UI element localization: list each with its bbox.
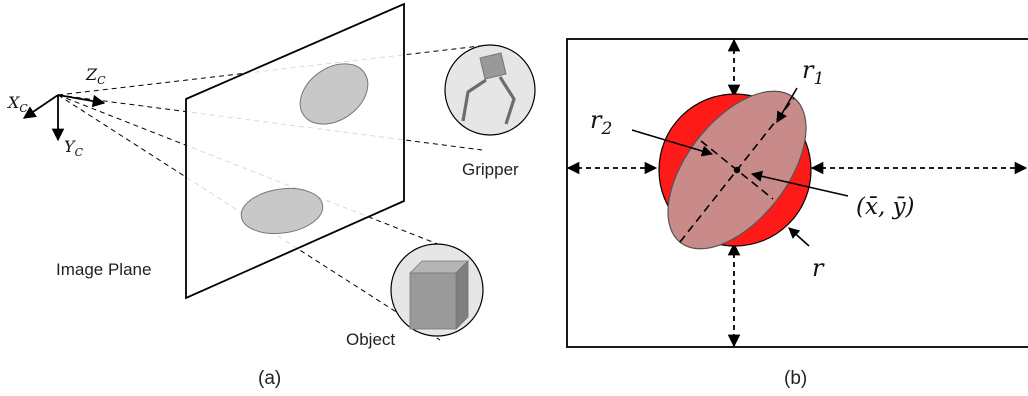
border-distance-arrows [566, 38, 1028, 348]
panel-b: r1 r2 (x̄, ȳ) r (b) [566, 38, 1028, 389]
centroid-pointer [750, 170, 849, 197]
r2-pointer [631, 129, 714, 157]
gripper-icon [444, 44, 536, 136]
object-label: Object [346, 330, 395, 349]
object-projection [240, 187, 324, 235]
panel-b-caption: (b) [784, 368, 807, 389]
radius-label: r [812, 254, 825, 282]
x-axis-label: XC [6, 93, 28, 115]
r-pointer [788, 227, 810, 247]
r1-pointer [776, 87, 798, 123]
image-plane [185, 2, 405, 300]
y-axis-label: YC [64, 137, 84, 159]
gripper-projection [299, 63, 369, 125]
annotation-arrows [631, 87, 849, 247]
r1-label: r1 [802, 56, 824, 89]
centroid-dot [733, 166, 741, 174]
panel-a-caption: (a) [258, 368, 281, 389]
panel-a: XC YC ZC Gripper [6, 2, 536, 389]
z-axis-label: ZC [85, 65, 106, 87]
x-axis-arrow [22, 94, 59, 119]
image-plane-label: Image Plane [56, 260, 151, 279]
camera-frame: XC YC ZC [6, 65, 106, 159]
gripper-label: Gripper [462, 160, 519, 179]
z-axis-arrow [57, 94, 106, 108]
r2-label: r2 [590, 106, 612, 139]
object-cube-icon [390, 243, 484, 337]
centroid-label: (x̄, ȳ) [856, 194, 915, 220]
